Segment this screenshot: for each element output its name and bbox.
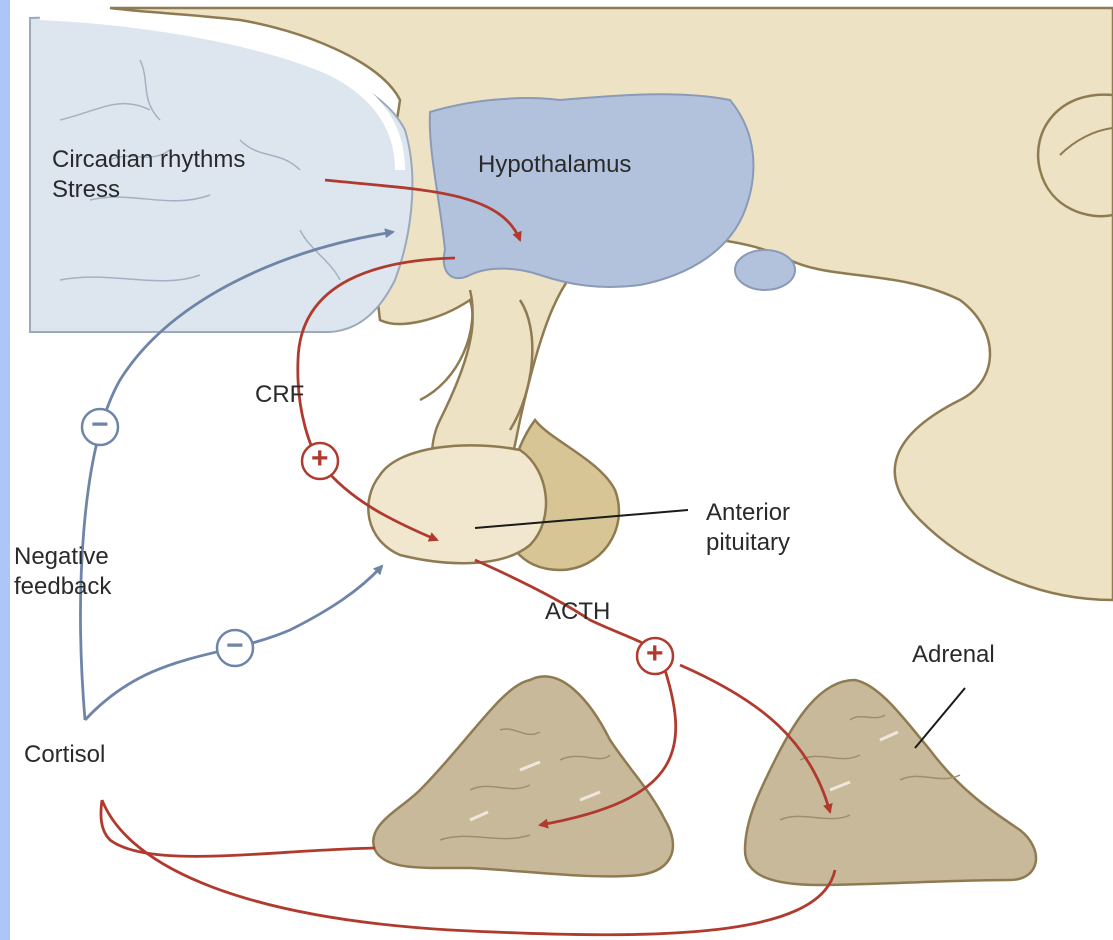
pituitary-minus-sign: − xyxy=(226,631,244,661)
mammillary-body xyxy=(735,250,795,290)
negative-feedback-label-line1: Negative xyxy=(14,542,109,572)
adrenal-pointer xyxy=(915,688,965,748)
circadian-rhythms-label: Circadian rhythms xyxy=(52,145,245,175)
adrenal-label: Adrenal xyxy=(912,640,995,670)
cortisol-label: Cortisol xyxy=(24,740,105,770)
anterior-pituitary-label-line2: pituitary xyxy=(706,528,790,558)
acth-plus-sign: + xyxy=(646,639,664,669)
crf-plus-sign: + xyxy=(311,444,329,474)
negative-feedback-label-line2: feedback xyxy=(14,572,111,602)
anterior-pituitary-label-line1: Anterior xyxy=(706,498,790,528)
acth-label: ACTH xyxy=(545,597,610,627)
cortisol-return-line-left xyxy=(101,800,375,856)
crf-label: CRF xyxy=(255,380,304,410)
anterior-pituitary xyxy=(368,445,546,563)
hypothalamus-label: Hypothalamus xyxy=(478,150,631,180)
hypothalamus xyxy=(430,94,754,287)
adrenal-gland-left xyxy=(373,676,673,876)
adrenal-gland-right xyxy=(745,680,1036,885)
stress-label: Stress xyxy=(52,175,120,205)
hypothalamus-minus-sign: − xyxy=(91,410,109,440)
